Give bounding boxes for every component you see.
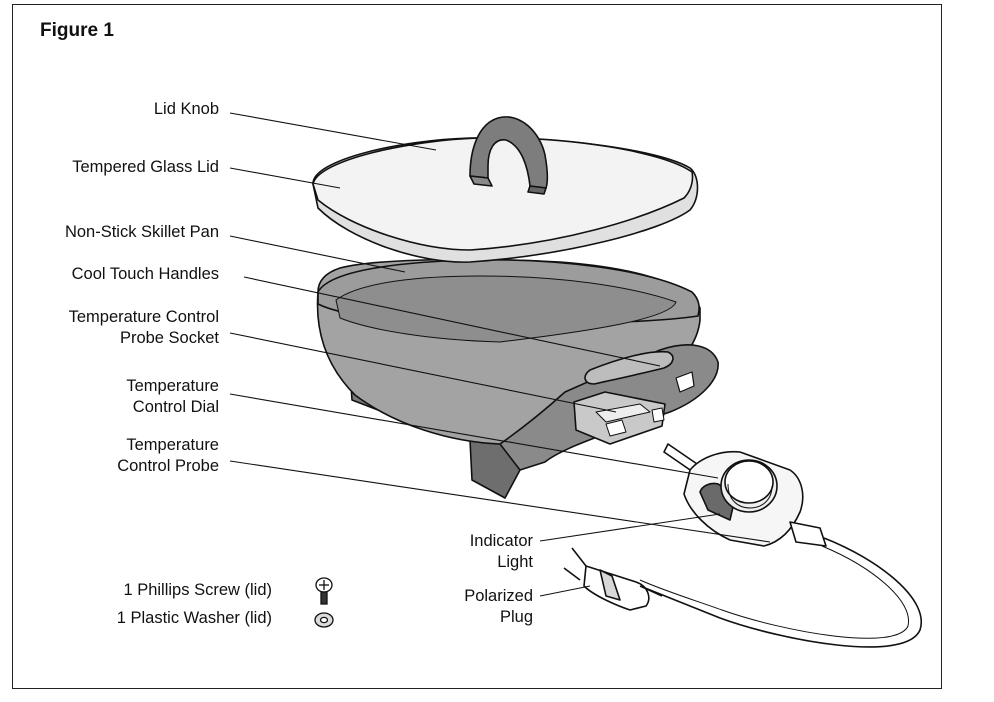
label-lid-knob: Lid Knob [153, 100, 219, 118]
label-probe-socket: Temperature Control Probe Socket [69, 307, 219, 349]
label-control-probe-line1: Temperature [126, 436, 219, 454]
figure-frame [12, 4, 942, 689]
label-polarized-plug: Polarized Plug [464, 586, 533, 628]
parts-screw-label: 1 Phillips Screw (lid) [123, 581, 272, 599]
phillips-screw-icon [315, 577, 333, 605]
skillet-base [316, 258, 719, 499]
label-control-probe-line2: Control Probe [117, 457, 219, 475]
label-control-dial: Temperature Control Dial [126, 376, 219, 418]
label-control-dial-line1: Temperature [126, 377, 219, 395]
washer-icon [314, 612, 334, 628]
label-indicator-light-line2: Light [497, 553, 533, 571]
label-skillet-pan: Non-Stick Skillet Pan [64, 223, 219, 241]
tempered-glass-lid [312, 137, 699, 263]
label-control-dial-line2: Control Dial [132, 398, 219, 416]
label-indicator-light-line1: Indicator [469, 532, 533, 550]
figure-title: Figure 1 [40, 20, 114, 41]
temperature-control-probe [663, 443, 827, 547]
label-tempered-glass-lid: Tempered Glass Lid [72, 158, 219, 176]
label-probe-socket-line1: Temperature Control [68, 308, 219, 326]
label-control-probe: Temperature Control Probe [117, 435, 219, 477]
label-polarized-plug-line1: Polarized [464, 587, 533, 605]
label-cool-touch-handles: Cool Touch Handles [71, 265, 219, 283]
power-cord [639, 537, 923, 648]
parts-washer-label: 1 Plastic Washer (lid) [116, 609, 272, 627]
polarized-plug [563, 547, 663, 611]
lid-knob [469, 116, 549, 195]
label-indicator-light: Indicator Light [470, 531, 533, 573]
label-polarized-plug-line2: Plug [499, 608, 533, 626]
leader-lines [229, 112, 771, 597]
label-probe-socket-line2: Probe Socket [119, 329, 219, 347]
